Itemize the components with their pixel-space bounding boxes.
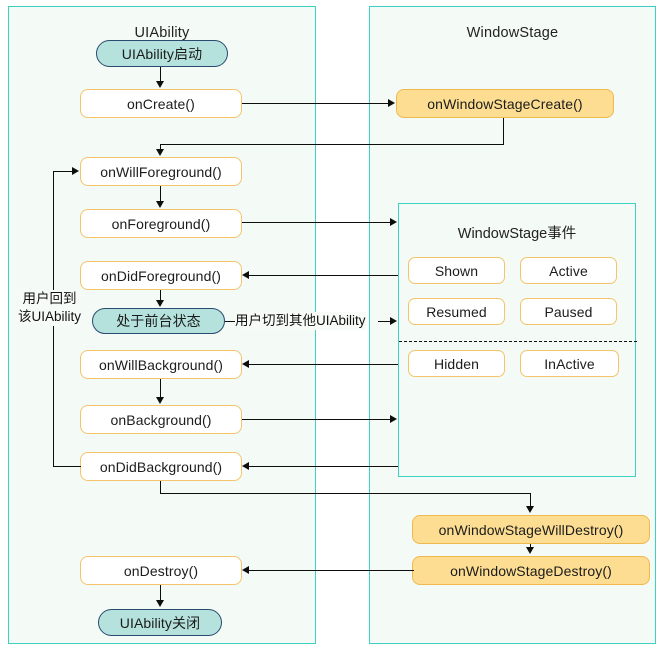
event-active[interactable]: Active [520, 257, 617, 284]
arrow-fg-to-events [390, 218, 397, 226]
node-on-create[interactable]: onCreate() [80, 89, 242, 118]
arrow-events-to-didfg [242, 271, 249, 279]
node-on-destroy[interactable]: onDestroy() [80, 556, 242, 585]
connector-bg-to-events [242, 419, 390, 421]
connector-didbg-right [160, 493, 531, 495]
arrow-start-to-oncreate [156, 81, 164, 88]
arrow-willbg-to-bg [156, 397, 164, 404]
connector-ondestroy-to-close [160, 585, 162, 601]
event-hidden[interactable]: Hidden [408, 350, 505, 377]
node-on-window-stage-will-destroy[interactable]: onWindowStageWillDestroy() [412, 515, 650, 544]
events-divider [399, 341, 637, 342]
windowstage-events-title: WindowStage事件 [457, 226, 577, 242]
connector-willbg-to-bg [160, 379, 162, 398]
arrow-oncreate-to-stagecreate [388, 99, 395, 107]
connector-stagecreate-left [160, 144, 504, 146]
arrow-bg-to-events [390, 415, 397, 423]
panel-windowstage-title: WindowStage [466, 25, 559, 41]
node-uiability-close[interactable]: UIAbility关闭 [98, 609, 222, 636]
event-shown[interactable]: Shown [408, 257, 505, 284]
connector-didfg-to-state [160, 290, 162, 301]
connector-events-to-willbg [248, 364, 398, 366]
connector-loop-top [53, 171, 73, 173]
node-on-window-stage-create[interactable]: onWindowStageCreate() [396, 89, 614, 118]
node-on-background[interactable]: onBackground() [80, 405, 242, 434]
event-resumed[interactable]: Resumed [408, 298, 505, 325]
event-paused[interactable]: Paused [520, 298, 617, 325]
connector-state-to-events-stub [225, 321, 237, 323]
arrow-didfg-to-state [156, 300, 164, 307]
connector-start-to-oncreate [160, 67, 162, 83]
connector-events-to-didbg [248, 466, 398, 468]
event-inactive[interactable]: InActive [520, 350, 619, 377]
node-uiability-start[interactable]: UIAbility启动 [96, 40, 228, 67]
node-on-did-foreground[interactable]: onDidForeground() [80, 261, 242, 290]
node-on-foreground[interactable]: onForeground() [80, 209, 242, 238]
connector-fg-to-events [242, 222, 390, 224]
arrow-stagecreate-to-willfg [156, 149, 164, 156]
arrow-state-to-events [390, 317, 397, 325]
connector-oncreate-to-stagecreate [242, 103, 388, 105]
arrow-events-to-didbg [242, 462, 249, 470]
connector-stagecreate-to-willfg [160, 144, 162, 151]
arrow-events-to-willbg [242, 360, 249, 368]
node-on-will-background[interactable]: onWillBackground() [80, 350, 242, 379]
arrow-willfg-to-fg [156, 201, 164, 208]
arrow-willdestroy-to-destroy [526, 547, 534, 554]
connector-to-stagewilldestroy [530, 493, 532, 507]
connector-loop-bottom [53, 466, 81, 468]
node-foreground-state[interactable]: 处于前台状态 [92, 308, 225, 334]
node-on-will-foreground[interactable]: onWillForeground() [80, 157, 242, 186]
connector-willfg-to-fg [160, 186, 162, 202]
windowstage-events-box: WindowStage事件 [398, 203, 637, 477]
connector-willdestroy-to-destroy [530, 544, 532, 549]
arrow-loop-to-willfg [72, 167, 79, 175]
arrow-stagedestroy-to-ondestroy [242, 566, 249, 574]
connector-didbg-down [160, 481, 162, 494]
edge-label-return-line2: 该UIAbility [18, 309, 82, 325]
edge-label-switch-to-other-ability: 用户切到其他UIAbility [235, 312, 366, 331]
node-on-did-background[interactable]: onDidBackground() [80, 452, 242, 481]
connector-stagedestroy-to-ondestroy [248, 570, 414, 572]
panel-uiability-title: UIAbility [134, 25, 190, 41]
connector-state-to-events-tail [378, 321, 390, 323]
edge-label-return-line1: 用户回到 [22, 291, 77, 306]
arrow-ondestroy-to-close [156, 600, 164, 607]
arrow-to-stagewilldestroy [526, 506, 534, 513]
node-on-window-stage-destroy[interactable]: onWindowStageDestroy() [412, 556, 650, 585]
connector-stagecreate-down [503, 118, 505, 145]
edge-label-return-to-ability: 用户回到 该UIAbility [18, 290, 82, 327]
connector-events-to-didfg [248, 275, 398, 277]
